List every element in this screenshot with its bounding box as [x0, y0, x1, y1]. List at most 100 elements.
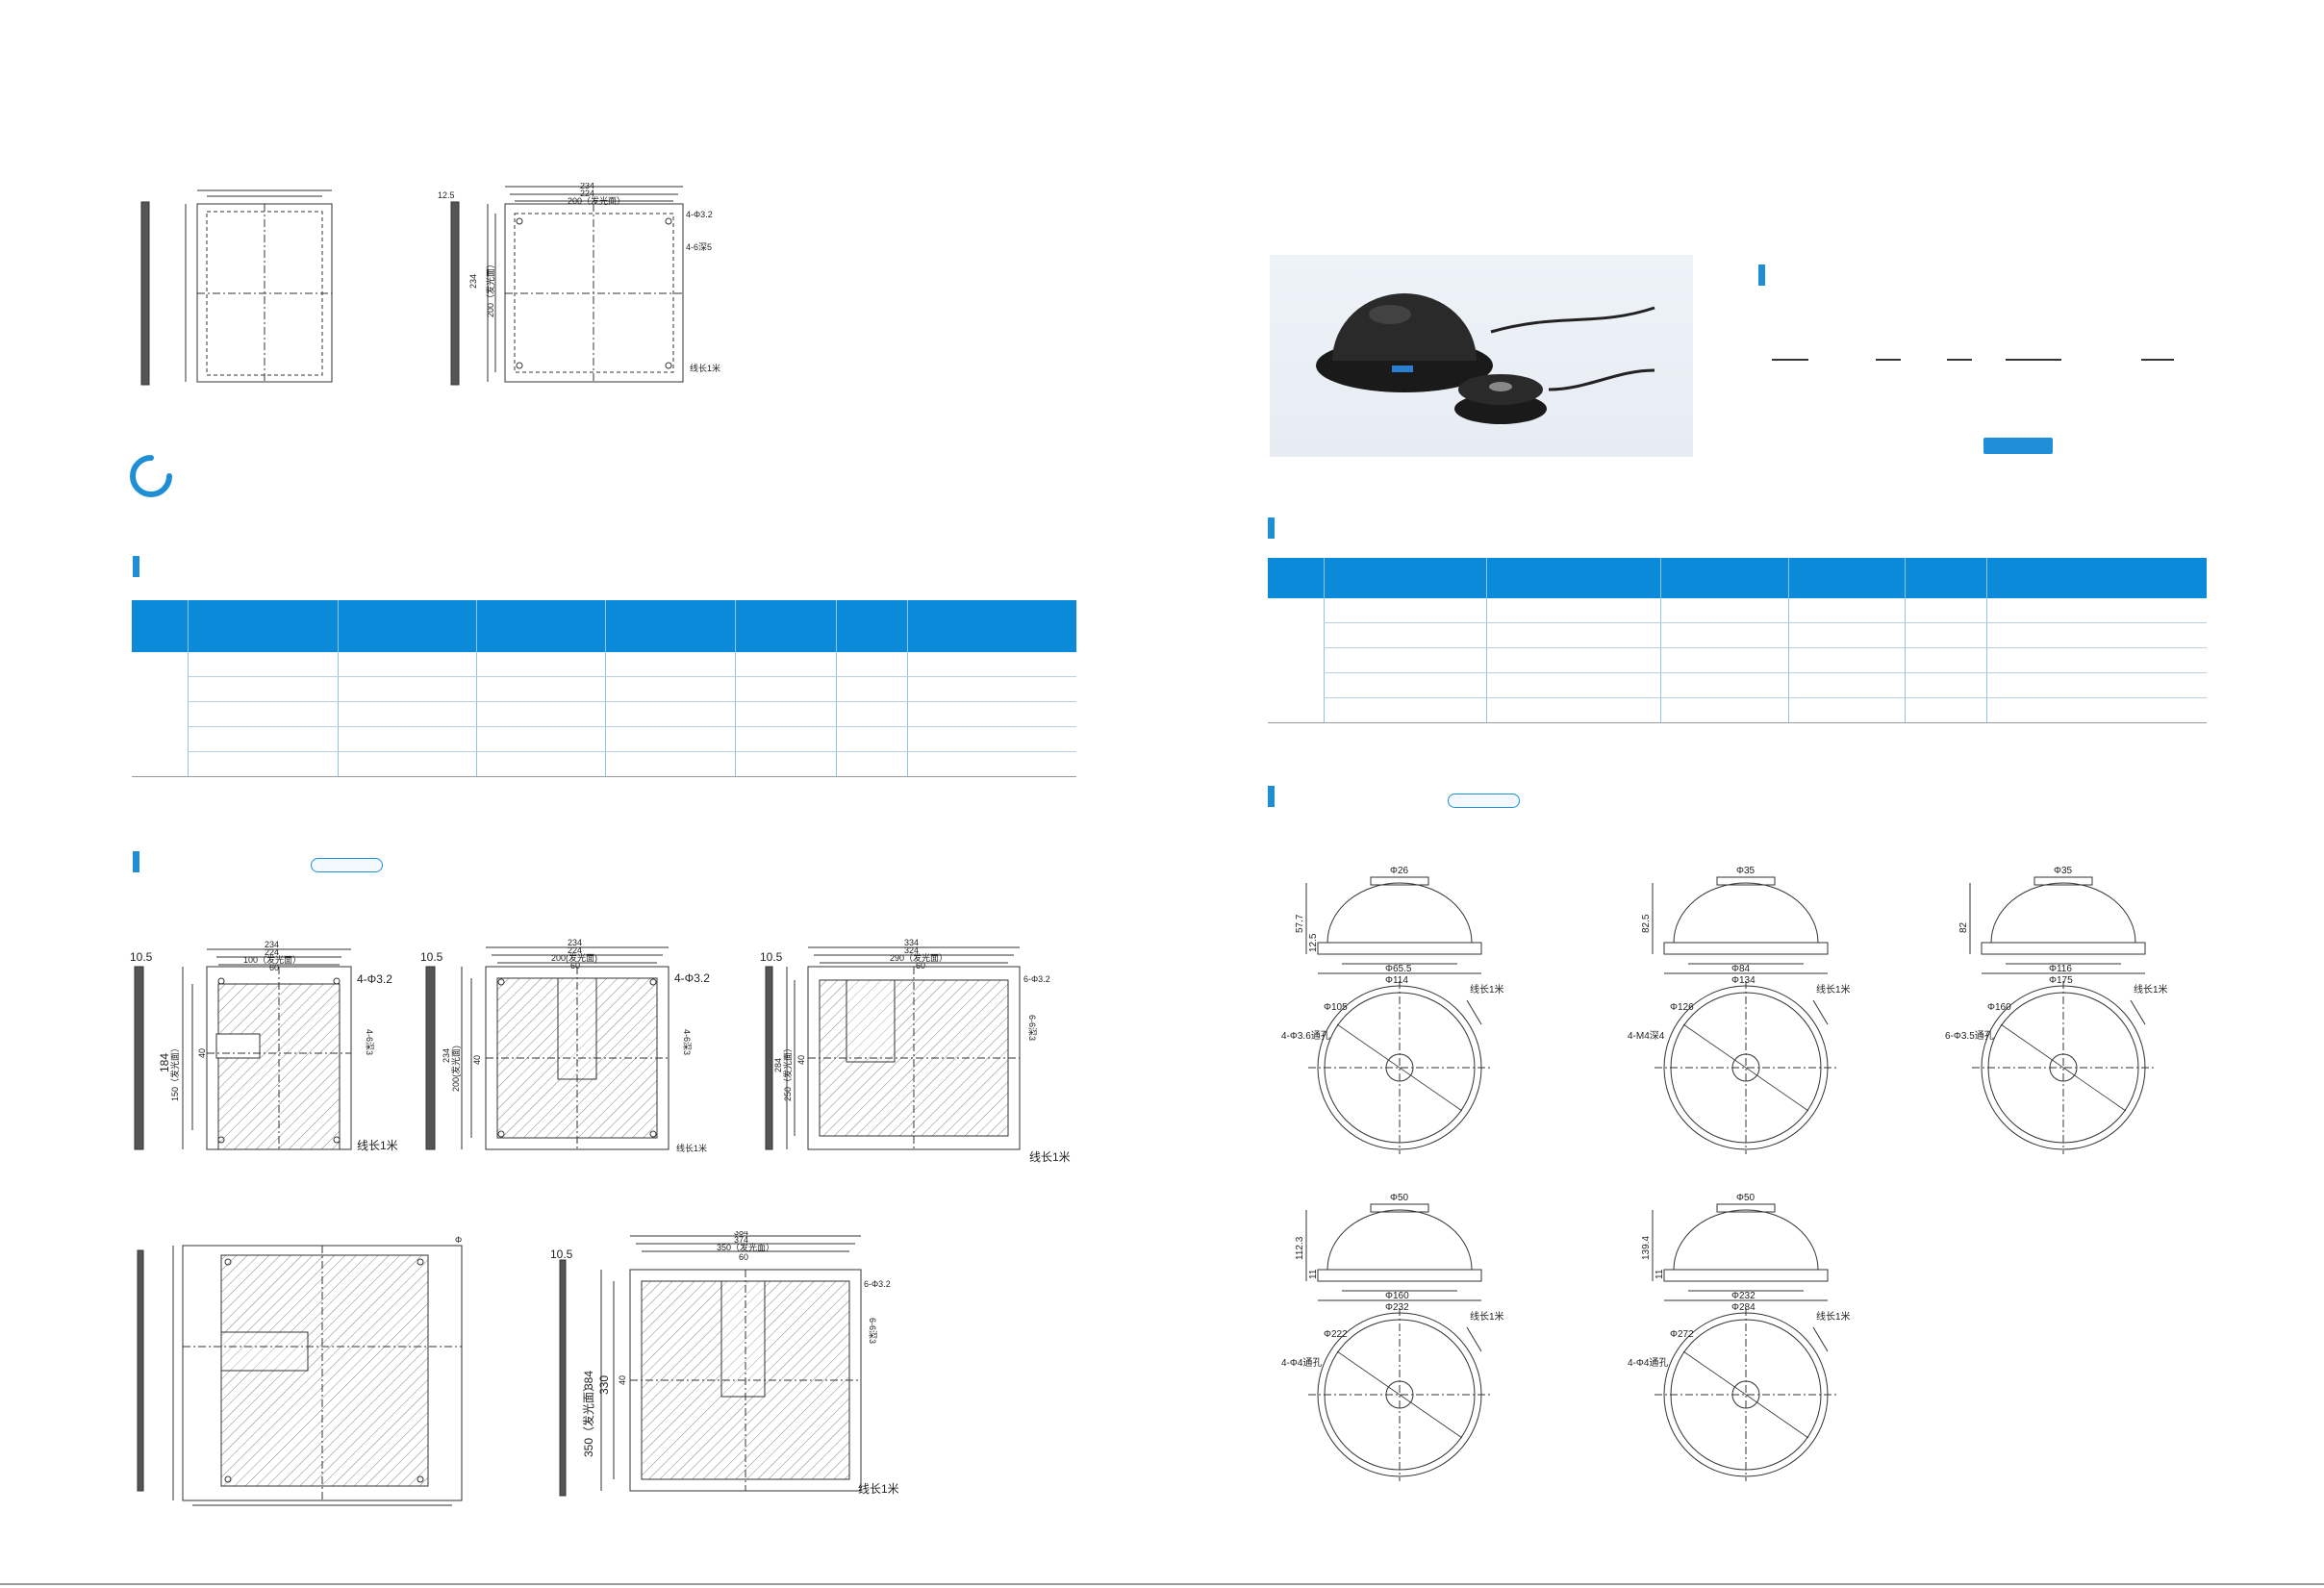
dim-total-height: 57.7 — [1295, 914, 1305, 933]
dim-width-mid: 224 — [580, 189, 594, 198]
table-row — [1268, 647, 2207, 673]
dim-thickness: 12.5 — [438, 190, 455, 200]
dim-mount-holes: 4-Φ4通孔 — [1281, 1357, 1322, 1369]
drawing-b: 10.5 234 224 200(发光面) 60 4-Φ3.2 4-6深3 23… — [420, 938, 710, 1153]
dim-top-diameter: Φ50 — [1736, 1193, 1756, 1203]
dim-height: 184 — [158, 1053, 171, 1072]
dim-height: 284 — [773, 1058, 783, 1072]
dim-holes: 6-Φ3.2 — [864, 1279, 891, 1289]
dim-top-diameter: Φ26 — [1390, 866, 1409, 876]
plan-diameter-line — [1336, 1350, 1463, 1439]
dim-w-emit: 100（发光面） — [243, 954, 301, 965]
section-circle-icon — [130, 455, 172, 497]
dim-mount-holes: 6-Φ3.5通孔 — [1945, 1030, 1994, 1042]
dim-cable: 线长1米 — [858, 1482, 899, 1496]
dim-threads: 4-6深5 — [686, 242, 712, 252]
dome-base — [1663, 942, 1829, 955]
section-marker-spec — [133, 556, 139, 577]
dim-threads: 4-6深3 — [682, 1029, 692, 1055]
dim-w-outer: 234 — [265, 940, 279, 949]
table-row — [132, 751, 1076, 777]
dome-top-hole — [1370, 1203, 1429, 1213]
dome-base — [1981, 942, 2146, 955]
dim-holes: 4-Φ3.2 — [674, 971, 710, 985]
dim-total-height: 82 — [1958, 921, 1969, 933]
dim-holes: 4-Φ3.2 — [686, 210, 713, 219]
dim-height: 234 — [468, 274, 478, 289]
dim-cable: 线长1米 — [1029, 1150, 1071, 1164]
drawing-e: 10.5 384 374 350（发光面） 60 6-Φ3.2 6-6深3 38… — [550, 1231, 899, 1497]
dim-w-60: 60 — [916, 961, 925, 970]
dome-profile — [1673, 1209, 1819, 1271]
table-row — [132, 701, 1076, 727]
plan-diameter-line — [1336, 1023, 1463, 1112]
table-row — [1268, 697, 2207, 723]
dim-base-height: 11 — [1655, 1269, 1665, 1279]
dim-thickness: 10.5 — [420, 950, 443, 964]
dome-top-hole — [1716, 876, 1776, 886]
cable-outlet — [1812, 999, 1829, 1025]
dim-w-emit: 290（发光面） — [890, 952, 947, 963]
dim-threads: 4-6深3 — [365, 1029, 374, 1055]
dim-total-height: 82.5 — [1641, 914, 1652, 933]
section-pill-right — [1448, 794, 1520, 808]
highlight-badge — [1983, 438, 2053, 454]
dome-profile — [1990, 882, 2136, 944]
dim-total-height: 112.3 — [1295, 1236, 1305, 1260]
dim-phi: Φ — [455, 1235, 462, 1245]
dim-w-outer: 234 — [568, 938, 582, 947]
section-marker-drawings — [133, 851, 139, 872]
dim-cable: 线长1米 — [676, 1143, 707, 1153]
intro-underline-2 — [1876, 359, 1901, 361]
dim-cable: 线长1米 — [357, 1139, 398, 1152]
dim-cable-length: 线长1米 — [2134, 983, 2168, 996]
drawing-c: 10.5 334 324 290（发光面） 60 6-Φ3.2 6-6深3 28… — [760, 938, 1071, 1164]
table-row — [132, 726, 1076, 752]
dim-cable: 线长1米 — [690, 363, 720, 373]
dim-outer-diameter: Φ134 — [1731, 975, 1756, 986]
dim-thickness: 10.5 — [130, 950, 153, 964]
dim-holes: 6-Φ3.2 — [1023, 974, 1050, 984]
dim-w-emit: 350（发光面） — [717, 1242, 774, 1252]
dim-outer-diameter: Φ232 — [1385, 1302, 1409, 1313]
dim-height-emit: 200（发光面） — [485, 260, 495, 317]
dim-w-mid: 374 — [734, 1235, 748, 1245]
dim-base-height: 11 — [1308, 1269, 1319, 1279]
dim-h-40: 40 — [197, 1048, 207, 1058]
dim-top-diameter: Φ50 — [1390, 1193, 1409, 1203]
dim-w-60: 60 — [269, 963, 279, 972]
dim-h-emit: 350（发光面） — [581, 1380, 595, 1457]
dome-base — [1317, 942, 1482, 955]
dim-thickness: 10.5 — [760, 950, 783, 964]
intro-underline-1 — [1772, 359, 1808, 361]
dim-w-60: 60 — [570, 961, 580, 970]
page-footer-rule — [0, 1583, 2324, 1585]
intro-underline-5 — [2141, 359, 2174, 361]
dim-width-emit: 200（发光面） — [568, 195, 625, 206]
top-drawing-1 — [140, 189, 333, 386]
intro-underline-4 — [2006, 359, 2061, 361]
table-row — [132, 652, 1076, 777]
dim-total-height: 139.4 — [1641, 1236, 1652, 1260]
dim-inner-diameter: Φ65.5 — [1385, 964, 1412, 974]
dim-w-emit: 200(发光面) — [551, 952, 597, 963]
dim-w-mid: 224 — [568, 945, 582, 955]
dim-mount-holes: 4-Φ4通孔 — [1628, 1357, 1668, 1369]
table-row — [1268, 672, 2207, 698]
table-row — [132, 676, 1076, 702]
cable-outlet — [2130, 999, 2146, 1025]
dim-pcd: Φ272 — [1670, 1329, 1694, 1340]
dim-threads: 6-6深3 — [1027, 1015, 1037, 1041]
dome-top-hole — [1716, 1203, 1776, 1213]
dome-top-hole — [2034, 876, 2093, 886]
table-row — [1268, 622, 2207, 648]
intro-underline-3 — [1947, 359, 1972, 361]
section-marker-spec-right — [1268, 517, 1275, 539]
table-header — [132, 600, 1076, 652]
dim-h-40: 40 — [618, 1375, 627, 1385]
drawing-d: Φ — [137, 1235, 463, 1506]
plan-diameter-line — [2000, 1023, 2127, 1112]
